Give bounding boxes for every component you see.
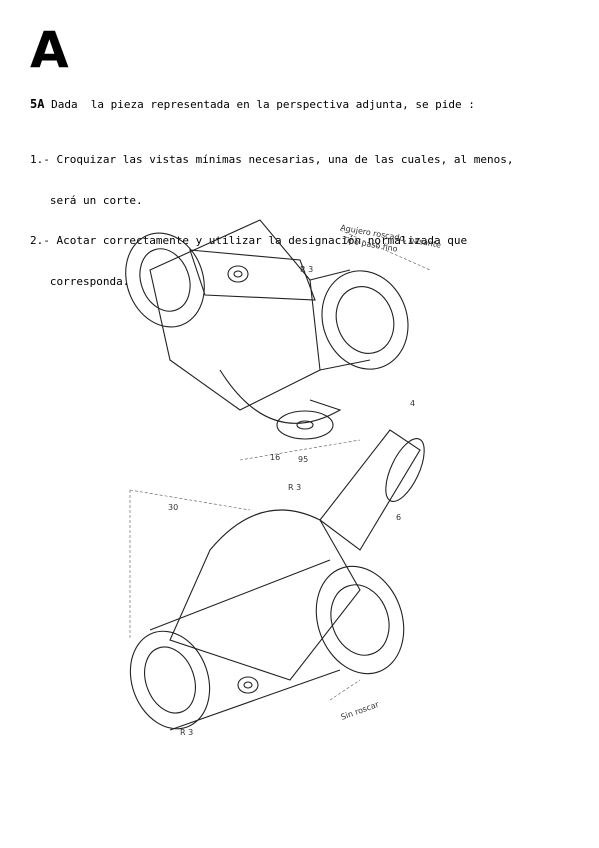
middle-web bbox=[219, 369, 342, 424]
lower-right-cylinder-end bbox=[315, 565, 405, 675]
upper-top-face bbox=[189, 249, 316, 301]
dim-30: 30 bbox=[168, 503, 178, 512]
upper-right-cylinder-end bbox=[321, 270, 409, 370]
lower-cylinder-tangents bbox=[149, 559, 341, 731]
upper-right-bore bbox=[335, 286, 395, 354]
upper-body-outline bbox=[149, 219, 321, 411]
task-1-line-2: será un corte. bbox=[30, 193, 143, 207]
task-list: 1.- Croquizar las vistas mínimas necesar… bbox=[30, 126, 513, 302]
right-arm-slot bbox=[385, 438, 425, 502]
isometric-drawing-svg: Agujero roscado, pasante Tipo paso fino … bbox=[125, 219, 442, 737]
dim-6: 6 bbox=[396, 513, 401, 522]
dim-r3-top: R 3 bbox=[300, 265, 313, 274]
dim-16: 16 bbox=[270, 453, 280, 462]
upper-left-bore bbox=[139, 248, 191, 312]
middle-flange bbox=[276, 410, 334, 440]
right-arm bbox=[319, 429, 421, 551]
lower-left-cylinder-end bbox=[129, 630, 211, 730]
leader-top-note bbox=[339, 229, 431, 271]
upper-right-tangents bbox=[309, 269, 371, 371]
lower-boss-hole bbox=[243, 681, 253, 689]
task-2-line-1: 2.- Acotar correctamente y utilizar la d… bbox=[30, 234, 468, 247]
task-2-line-2: corresponda. bbox=[30, 274, 130, 288]
upper-left-cylinder-end bbox=[125, 232, 205, 328]
dim-r3-mid: R 3 bbox=[288, 483, 301, 492]
lower-boss bbox=[237, 676, 259, 694]
top-boss-hole bbox=[233, 270, 243, 278]
top-boss bbox=[227, 265, 249, 283]
lower-body-outline bbox=[169, 509, 361, 681]
task-1-line-1: 1.- Croquizar las vistas mínimas necesar… bbox=[30, 153, 514, 166]
exercise-letter: A bbox=[30, 21, 69, 79]
dimension-line-middle bbox=[239, 439, 361, 461]
statement-text: Dada la pieza representada en la perspec… bbox=[44, 98, 475, 111]
middle-flange-hole bbox=[296, 420, 314, 430]
leader-bottom-note bbox=[329, 679, 361, 701]
dim-r3-bottom: R 3 bbox=[180, 728, 193, 737]
isometric-drawing: Agujero roscado, pasante Tipo paso fino … bbox=[110, 210, 510, 810]
dim-95: 95 bbox=[298, 455, 308, 464]
note-bottom: Sin roscar bbox=[340, 700, 381, 722]
dim-4: 4 bbox=[410, 399, 415, 408]
lower-left-bore bbox=[144, 646, 196, 714]
exercise-number: 5A bbox=[30, 97, 45, 111]
lower-right-bore bbox=[330, 584, 390, 656]
dimension-line-left bbox=[129, 489, 251, 640]
exercise-statement: 5A Dada la pieza representada en la pers… bbox=[30, 97, 475, 112]
